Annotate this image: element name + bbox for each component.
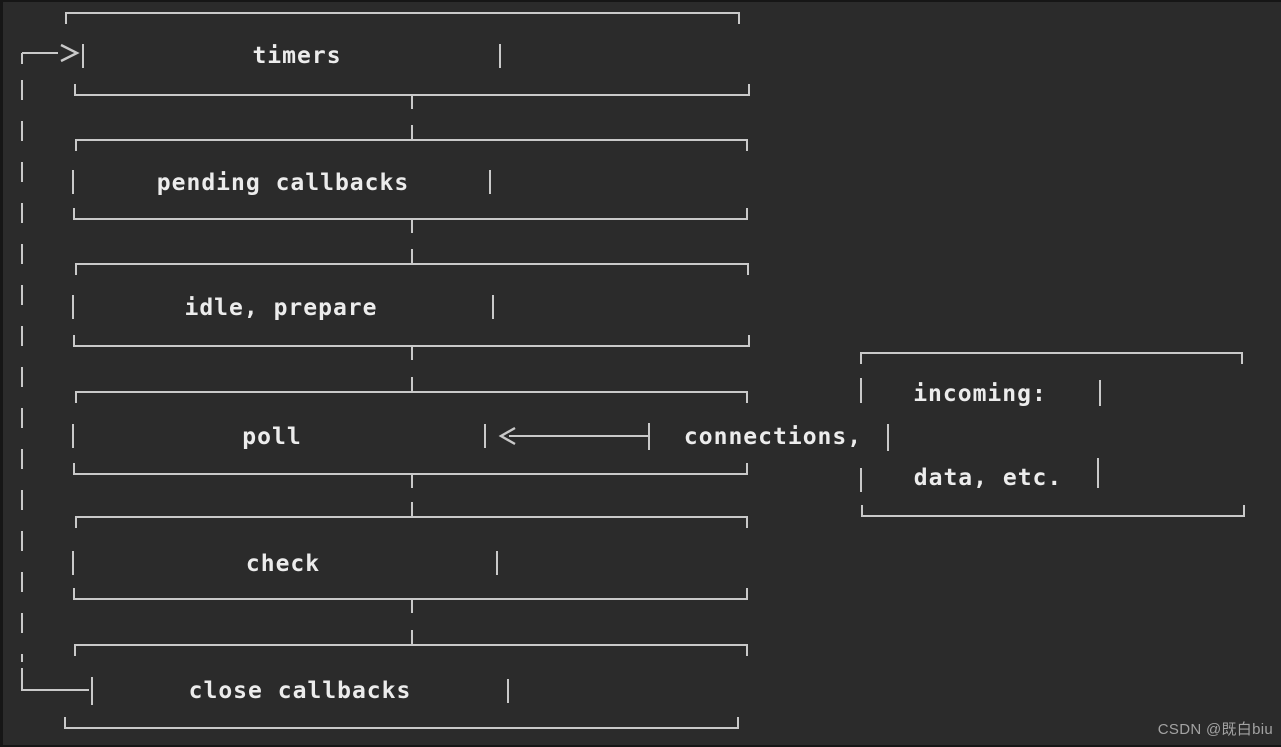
phase-label-close-callbacks: close callbacks [188,678,412,704]
pending-callbacks-box [71,125,749,233]
phase-label-pending-callbacks: pending callbacks [156,170,410,196]
close-callbacks-box [63,630,749,730]
watermark: CSDN @既白biu [1157,721,1273,738]
phase-label-timers: timers [252,43,342,69]
loop-path [20,51,94,705]
poll-arrowhead-icon [498,426,516,446]
phase-label-check: check [245,551,321,577]
poll-box [71,377,749,488]
timers-box [64,11,751,109]
idle-prepare-box [71,249,751,360]
check-box [71,502,749,613]
poll-arrow-label: connections, [683,424,863,450]
loop-arrowhead-icon [60,43,80,63]
incoming-label: incoming: [913,381,1047,407]
phase-label-poll: poll [242,424,302,450]
incoming-to-poll-arrow [509,423,651,450]
data-etc-label: data, etc. [913,465,1063,491]
phase-label-idle-prepare: idle, prepare [184,295,378,321]
incoming-box [859,351,1246,518]
